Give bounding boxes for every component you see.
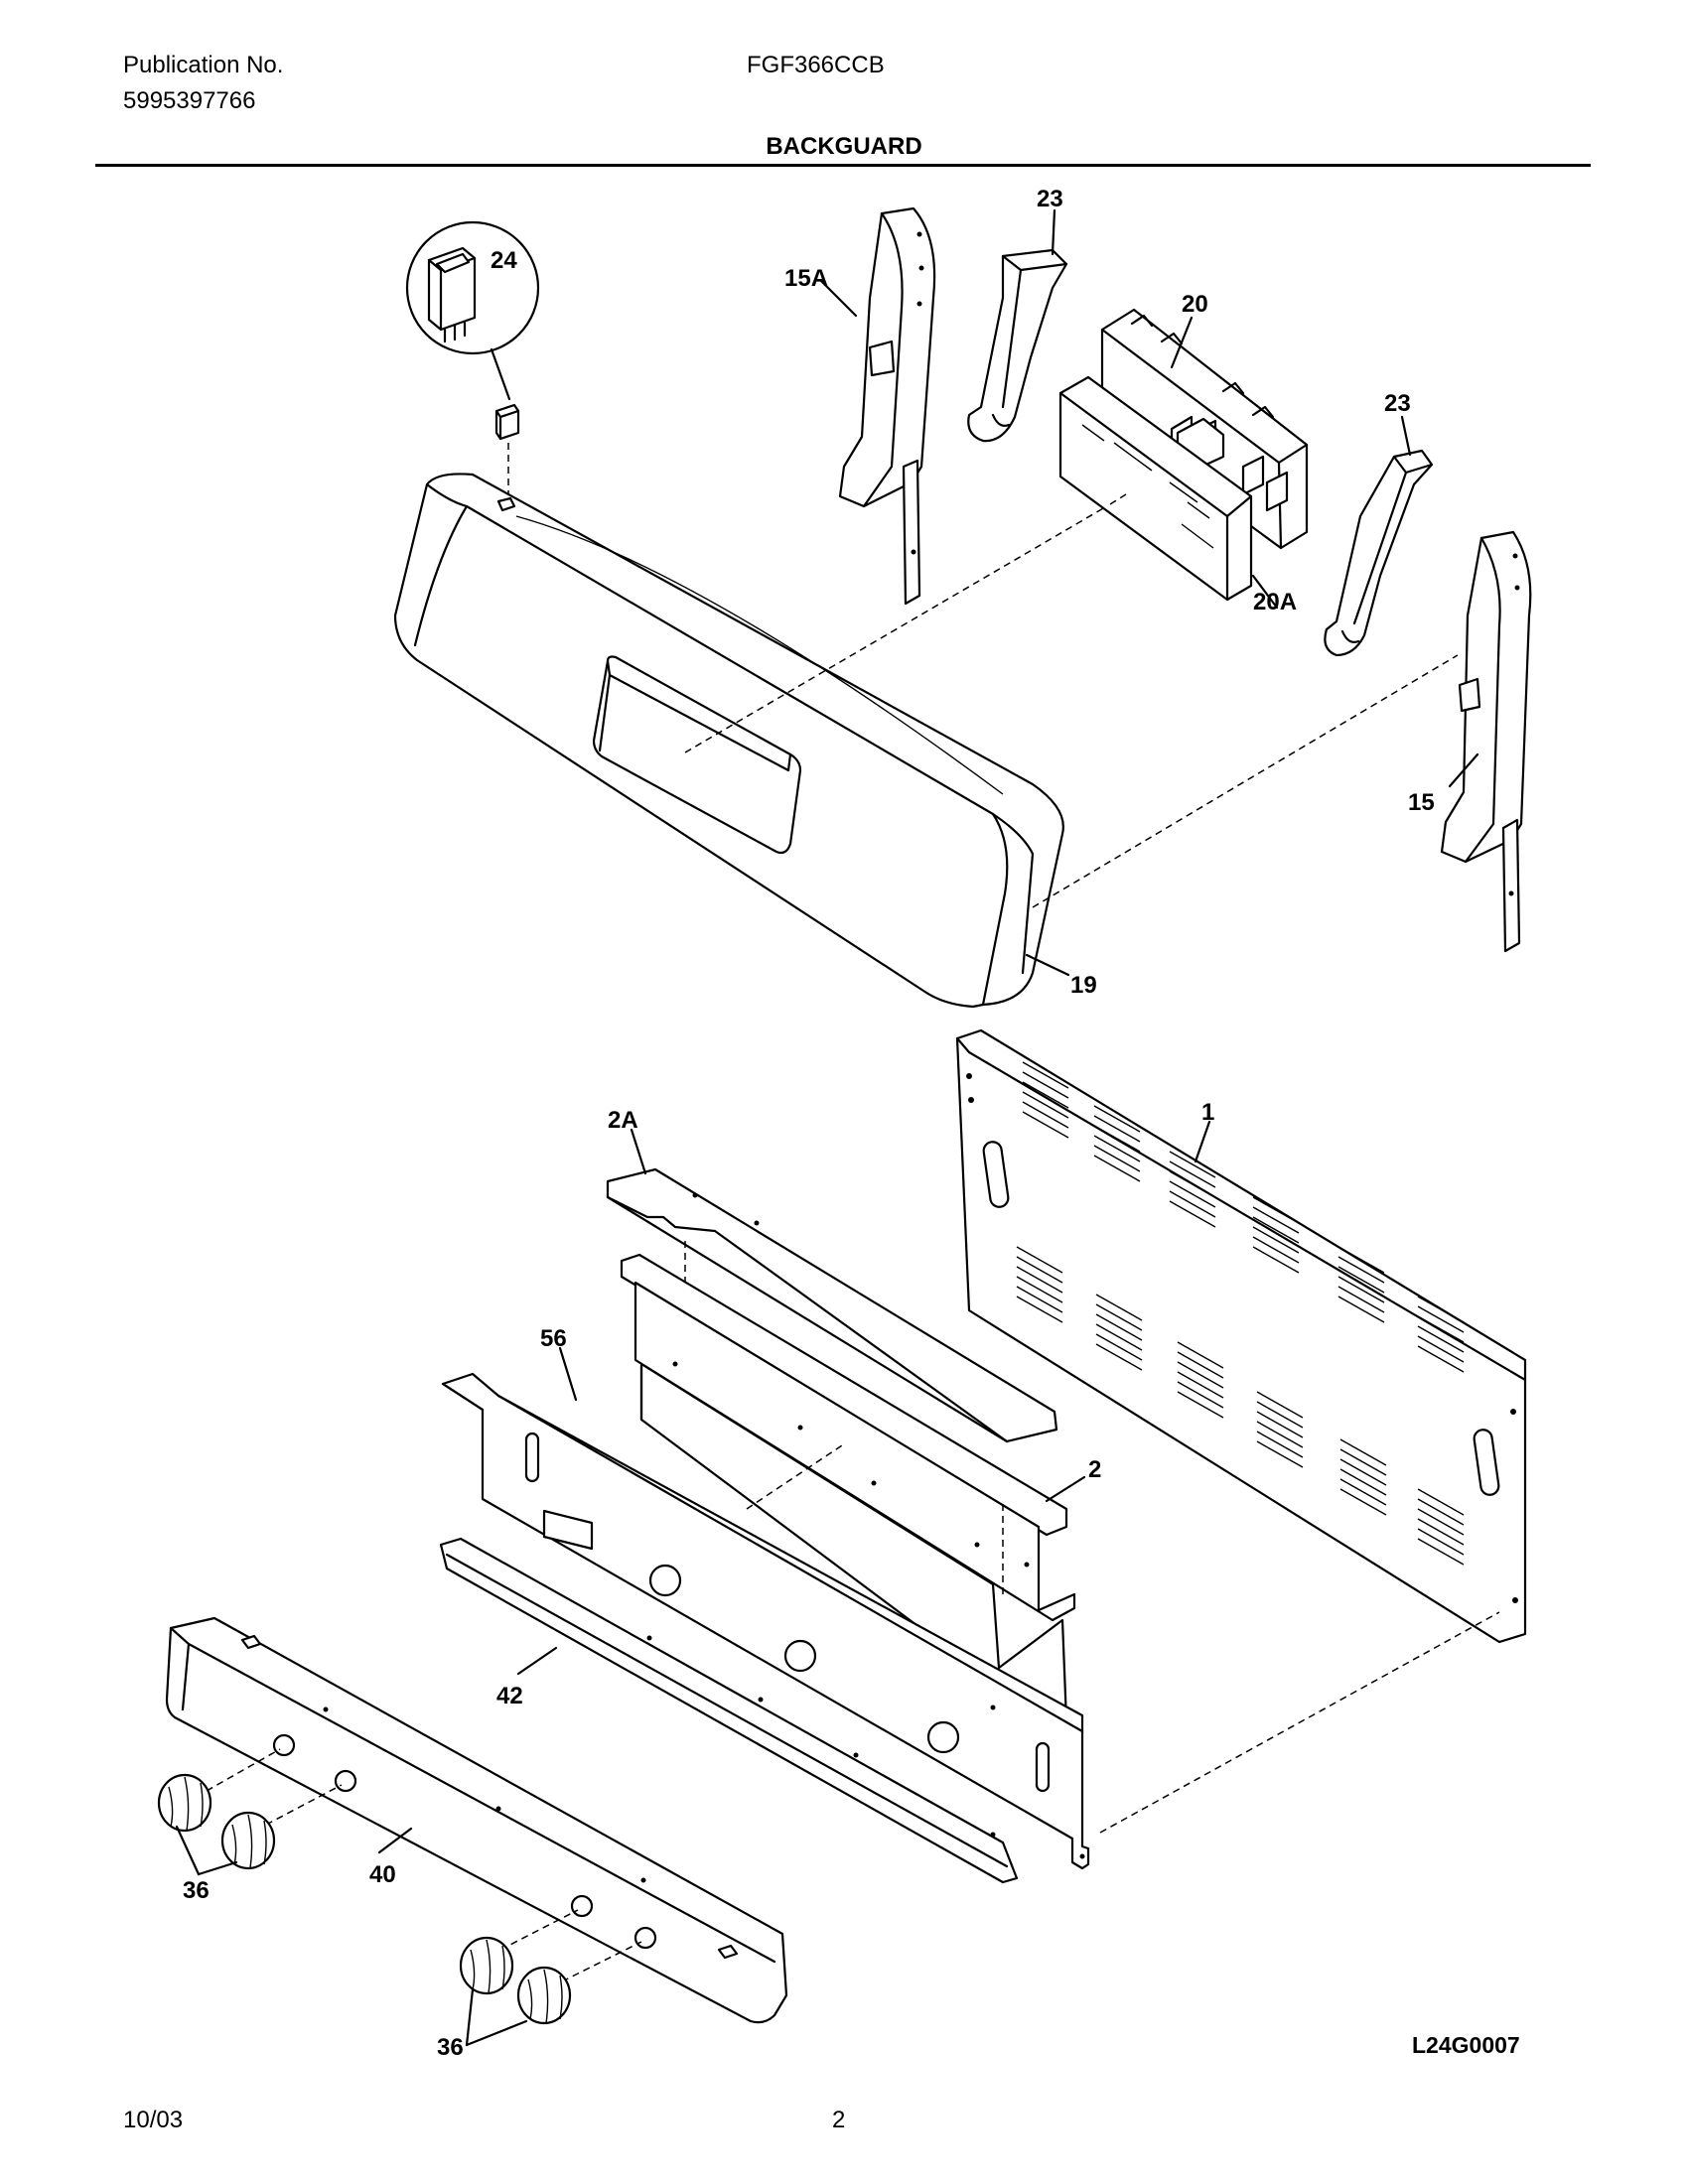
part-36-knob[interactable] xyxy=(516,1966,572,2025)
part-36-knob[interactable] xyxy=(220,1811,276,1870)
part-15-right-end-bracket[interactable] xyxy=(1440,530,1532,953)
footer-date: 10/03 xyxy=(123,2107,184,2133)
callout-leaders xyxy=(175,208,1479,2047)
callout-24: 24 xyxy=(491,247,517,274)
part-1-rear-panel[interactable] xyxy=(955,1028,1527,1644)
publication-number: 5995397766 xyxy=(123,87,256,114)
footer-page-number: 2 xyxy=(832,2107,846,2133)
part-20A-overlay[interactable] xyxy=(1058,375,1253,602)
part-42-trim[interactable] xyxy=(439,1537,1019,1884)
part-2A-top-trim[interactable] xyxy=(606,1167,1058,1443)
callout-2A: 2A xyxy=(608,1107,638,1134)
part-19-control-panel[interactable] xyxy=(393,473,1064,1009)
part-2-panel[interactable] xyxy=(620,1253,1076,1735)
magnifier-leader xyxy=(490,347,511,401)
callout-23-lower: 23 xyxy=(1384,390,1411,417)
section-title: BACKGUARD xyxy=(766,133,922,160)
part-36-knob[interactable] xyxy=(157,1773,212,1833)
part-15A-left-end-bracket[interactable] xyxy=(838,206,936,606)
callout-36-left: 36 xyxy=(183,1877,210,1904)
part-56-control-bracket[interactable] xyxy=(441,1372,1090,1870)
figure-id: L24G0007 xyxy=(1412,2032,1520,2058)
callout-23-upper: 23 xyxy=(1037,186,1063,212)
callout-36-right: 36 xyxy=(437,2034,464,2061)
magnifier-circle xyxy=(405,220,540,355)
publication-label: Publication No. xyxy=(123,52,284,78)
callout-19: 19 xyxy=(1070,972,1097,999)
callout-56: 56 xyxy=(540,1325,567,1352)
callout-20A: 20A xyxy=(1253,589,1297,615)
part-40-manifold-panel[interactable] xyxy=(165,1616,788,2024)
callout-42: 42 xyxy=(496,1683,523,1709)
part-36-knob[interactable] xyxy=(459,1936,514,1995)
display-window xyxy=(592,655,802,855)
callout-15A: 15A xyxy=(784,265,828,292)
callout-15: 15 xyxy=(1408,789,1435,816)
part-23-bracket-lower[interactable] xyxy=(1324,449,1434,657)
callout-40: 40 xyxy=(369,1861,396,1888)
callout-20: 20 xyxy=(1182,291,1208,318)
header-rule xyxy=(95,164,1591,167)
part-24-switch[interactable] xyxy=(405,220,540,494)
callout-1: 1 xyxy=(1201,1099,1214,1126)
model-number: FGF366CCB xyxy=(747,52,885,78)
callout-2: 2 xyxy=(1088,1456,1101,1483)
part-23-bracket-upper[interactable] xyxy=(967,248,1068,443)
